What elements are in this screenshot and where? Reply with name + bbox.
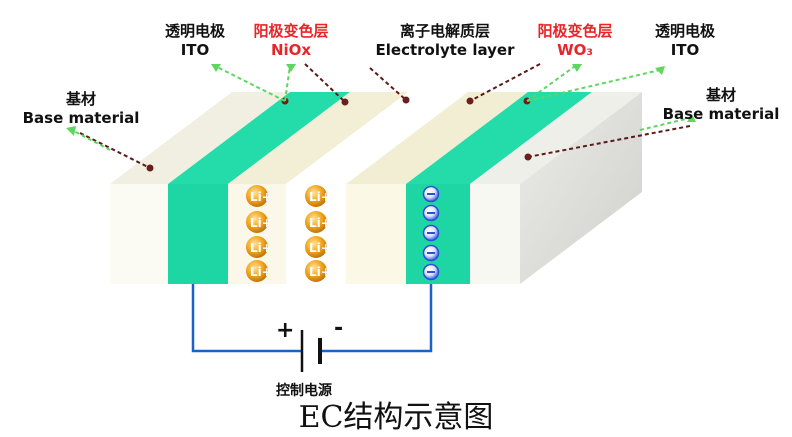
diagram-caption: EC结构示意图 [298, 400, 494, 435]
label-niox: 阳极变色层 NiOx [236, 22, 346, 60]
battery-minus-sign: - [334, 316, 344, 341]
label-base-right-en: Base material [662, 105, 780, 123]
left-ito-front [168, 184, 228, 284]
electron [422, 204, 440, 222]
label-ito-left-zh: 透明电极 [164, 22, 225, 40]
label-wo3: 阳极变色层 WO₃ [520, 22, 630, 60]
electron [422, 244, 440, 262]
left-base-top [110, 92, 290, 184]
right-wo3-top [346, 92, 528, 184]
label-niox-zh: 阳极变色层 [253, 22, 329, 40]
right-wo3-front [346, 184, 406, 284]
label-base-left-en: Base material [22, 109, 140, 127]
ion-label: Li+ [309, 241, 331, 255]
wire-right [320, 284, 433, 353]
label-base-right: 基材 Base material [650, 86, 792, 124]
ion-label: Li+ [309, 265, 331, 279]
ions-right-column: Li+ Li+ Li+ Li+ [305, 185, 331, 282]
electron [422, 263, 440, 281]
label-base-left: 基材 Base material [8, 90, 154, 128]
label-ito-right: 透明电极 ITO [630, 22, 740, 60]
ion: Li+ [246, 211, 272, 233]
left-ito-top [168, 92, 350, 184]
ion: Li+ [305, 185, 331, 207]
ion: Li+ [305, 211, 331, 233]
right-base-side [520, 92, 642, 284]
ion-label: Li+ [250, 241, 272, 255]
ion-label: Li+ [250, 216, 272, 230]
ion: Li+ [246, 236, 272, 258]
label-ito-left-en: ITO [180, 41, 210, 59]
label-electrolyte-en: Electrolyte layer [375, 41, 515, 59]
ion: Li+ [246, 185, 272, 207]
power-source-label: 控制电源 [276, 383, 332, 399]
label-niox-en: NiOx [270, 41, 312, 59]
label-ito-right-zh: 透明电极 [654, 22, 715, 40]
electron [422, 224, 440, 242]
ion-label: Li+ [309, 216, 331, 230]
green-arrows [71, 65, 691, 151]
label-base-left-zh: 基材 [65, 90, 96, 108]
label-ito-left: 透明电极 ITO [140, 22, 250, 60]
left-niox-top [228, 92, 408, 184]
label-base-right-zh: 基材 [705, 86, 736, 104]
ion-label: Li+ [250, 265, 272, 279]
ion: Li+ [246, 260, 272, 282]
label-wo3-en: WO₃ [557, 41, 593, 59]
right-base-front [470, 184, 520, 284]
ion-label: Li+ [309, 190, 331, 204]
left-base-front [110, 184, 168, 284]
ion: Li+ [305, 236, 331, 258]
label-ito-right-en: ITO [670, 41, 700, 59]
ion-label: Li+ [250, 190, 272, 204]
right-ito-top [406, 92, 592, 184]
leader-lines [79, 63, 691, 169]
right-base-top [470, 92, 642, 184]
label-electrolyte-zh: 离子电解质层 [399, 22, 490, 40]
electrons-column [422, 185, 440, 281]
ions-left-column: Li+ Li+ Li+ Li+ [246, 185, 272, 282]
electron [422, 185, 440, 203]
green-arrowheads [66, 64, 696, 136]
label-wo3-zh: 阳极变色层 [537, 22, 613, 40]
wire-left [191, 284, 302, 353]
label-electrolyte: 离子电解质层 Electrolyte layer [360, 22, 530, 60]
battery-plus-sign: + [276, 318, 295, 343]
ion: Li+ [305, 260, 331, 282]
